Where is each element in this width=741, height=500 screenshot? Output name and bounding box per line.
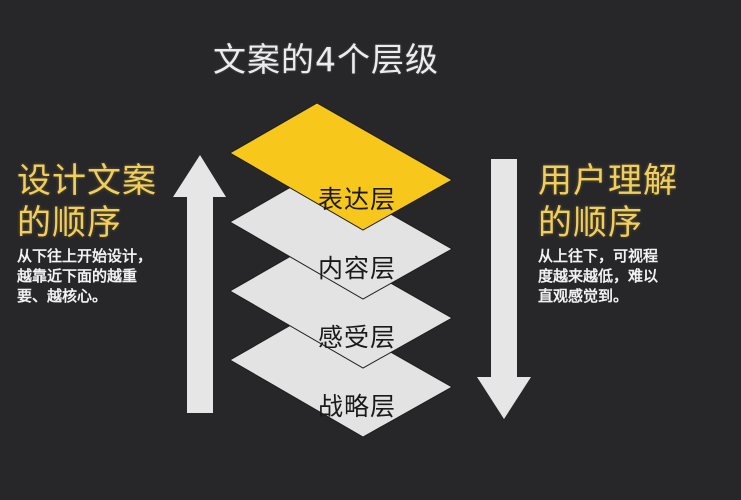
design-order-description: 从下往上开始设计， 越靠近下面的越重 要、越核心。 bbox=[17, 246, 157, 306]
headline-line: 的顺序 bbox=[538, 203, 643, 243]
headline-line: 用户理解 bbox=[538, 161, 678, 201]
layer-diamond-content bbox=[228, 171, 454, 300]
layer-label-feeling: 感受层 bbox=[318, 323, 397, 352]
user-understanding-block: 用户理解 的顺序 从上往下，可视程 度越来越低，难以 直观感觉到。 bbox=[538, 160, 678, 306]
layer-diamond-feeling bbox=[228, 240, 454, 369]
description-line: 直观感觉到。 bbox=[538, 287, 629, 305]
user-understanding-headline: 用户理解 的顺序 bbox=[538, 160, 678, 244]
arrow-down-icon bbox=[477, 159, 531, 419]
diagram-title: 文案的4个层级 bbox=[213, 40, 439, 79]
arrow-up-icon bbox=[173, 155, 226, 413]
design-order-headline: 设计文案 的顺序 bbox=[17, 160, 157, 244]
headline-line: 的顺序 bbox=[17, 203, 122, 243]
description-line: 从下往上开始设计， bbox=[17, 247, 153, 265]
design-order-block: 设计文案 的顺序 从下往上开始设计， 越靠近下面的越重 要、越核心。 bbox=[17, 160, 157, 306]
headline-line: 设计文案 bbox=[17, 161, 157, 201]
layer-diamond-expression bbox=[228, 102, 454, 231]
layer-diamond-strategy bbox=[228, 309, 454, 438]
user-understanding-description: 从上往下，可视程 度越来越低，难以 直观感觉到。 bbox=[538, 246, 678, 306]
description-line: 从上往下，可视程 bbox=[538, 247, 659, 265]
layer-label-strategy: 战略层 bbox=[318, 392, 397, 421]
layer-label-content: 内容层 bbox=[318, 254, 397, 283]
description-line: 越靠近下面的越重 bbox=[17, 267, 138, 285]
description-line: 度越来越低，难以 bbox=[538, 267, 659, 285]
layer-label-expression: 表达层 bbox=[318, 185, 397, 214]
description-line: 要、越核心。 bbox=[17, 287, 108, 305]
